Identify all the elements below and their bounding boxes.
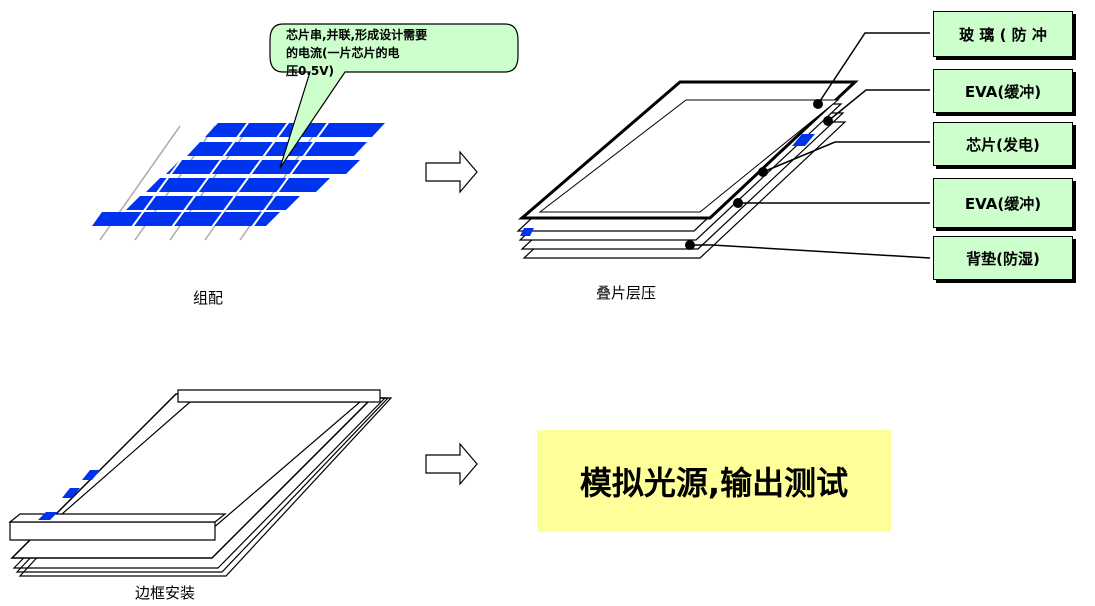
arrow-right-1 — [425, 150, 478, 194]
cell-gaps — [129, 119, 331, 231]
callout-text: 芯片串,并联,形成设计需要 的电流(一片芯片的电 压0.5V) — [286, 26, 506, 78]
callout-line-3: 压0.5V) — [286, 64, 335, 78]
result-box: 模拟光源,输出测试 — [537, 430, 891, 532]
callout-line-2: 的电流(一片芯片的电 — [286, 46, 400, 60]
step-assembly-label: 组配 — [193, 289, 224, 307]
layer-tag-cell: 芯片(发电) — [933, 122, 1073, 166]
callout-bubble — [269, 23, 519, 169]
cell-rows — [92, 123, 385, 226]
layer-cell-edge — [520, 228, 534, 236]
leader-lines — [690, 32, 931, 259]
solar-cell-matrix — [92, 119, 385, 241]
callout-line-1: 芯片串,并联,形成设计需要 — [286, 28, 428, 42]
leader-dots — [685, 99, 833, 250]
layer-cell-strip — [792, 134, 815, 146]
layer-tag-glass: 玻 璃 ( 防 冲 — [933, 11, 1073, 57]
arrow-right-2 — [425, 442, 478, 486]
layer-tag-eva-bottom: EVA(缓冲) — [933, 178, 1073, 228]
framed-module — [8, 389, 393, 577]
layer-tag-backsheet: 背垫(防湿) — [933, 236, 1073, 280]
layer-tag-eva-top: EVA(缓冲) — [933, 69, 1073, 113]
layer-stack — [516, 80, 859, 259]
step-lamination-label: 叠片层压 — [596, 284, 657, 302]
step-framing-label: 边框安装 — [135, 584, 196, 602]
